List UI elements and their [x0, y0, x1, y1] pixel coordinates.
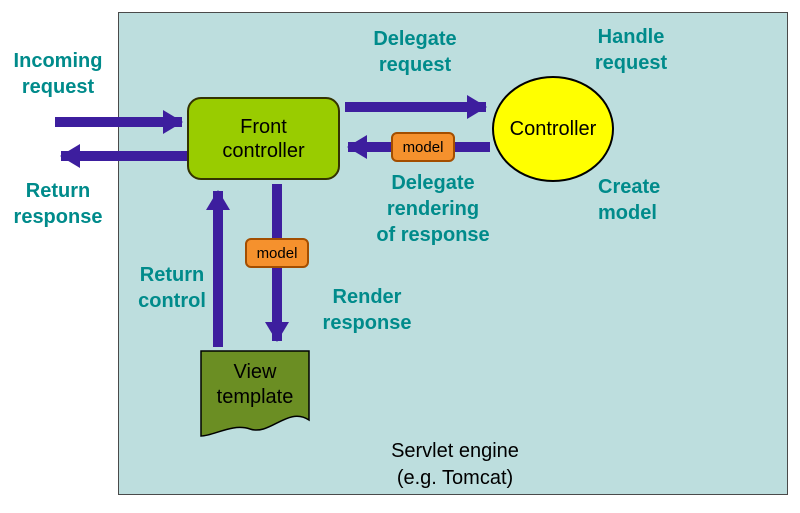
create-model-line1: Create	[598, 176, 661, 198]
render-response-line2: response	[322, 312, 412, 334]
delegate-request-label: Delegate request	[358, 26, 472, 78]
incoming-request-label: Incoming request	[2, 48, 114, 100]
create-model-line2: model	[598, 202, 657, 224]
handle-request-line1: Handle	[597, 26, 665, 48]
model-badge-response: model	[391, 132, 455, 162]
front-controller-line1: Front	[240, 115, 287, 138]
return-response-label: Return response	[2, 178, 114, 230]
render-response-line1: Render	[332, 286, 402, 308]
handle-request-line2: request	[594, 52, 668, 74]
model-badge-render: model	[245, 238, 309, 268]
view-template-line1: View	[233, 361, 277, 383]
front-controller-node: Front controller	[187, 97, 340, 180]
delegate-rendering-line2: rendering	[386, 198, 480, 220]
delegate-request-line1: Delegate	[373, 28, 457, 50]
view-template-line2: template	[216, 386, 294, 408]
servlet-engine-caption: Servlet engine (e.g. Tomcat)	[330, 438, 580, 492]
view-template-label: View template	[200, 360, 310, 410]
front-controller-line2: controller	[222, 139, 305, 162]
handle-request-label: Handle request	[576, 24, 686, 76]
view-template-node: View template	[200, 350, 310, 440]
document-shape	[200, 350, 310, 437]
incoming-request-line1: Incoming	[13, 50, 103, 72]
delegate-rendering-label: Delegate rendering of response	[366, 170, 500, 248]
render-response-label: Render response	[310, 284, 424, 336]
delegate-rendering-line3: of response	[376, 224, 490, 246]
incoming-request-line2: request	[21, 76, 95, 98]
servlet-engine-caption-line1: Servlet engine	[391, 440, 519, 462]
return-control-line1: Return	[139, 264, 205, 286]
model-badge-response-label: model	[402, 138, 444, 156]
return-control-line2: control	[138, 290, 206, 312]
create-model-label: Create model	[598, 174, 698, 226]
delegate-request-line2: request	[378, 54, 452, 76]
controller-label: Controller	[509, 118, 597, 140]
model-badge-render-label: model	[256, 244, 298, 262]
return-response-line1: Return	[25, 180, 91, 202]
return-response-line2: response	[13, 206, 103, 228]
controller-node: Controller	[492, 76, 614, 182]
delegate-rendering-line1: Delegate	[391, 172, 475, 194]
return-control-label: Return control	[122, 262, 222, 314]
servlet-engine-caption-line2: (e.g. Tomcat)	[396, 467, 514, 489]
